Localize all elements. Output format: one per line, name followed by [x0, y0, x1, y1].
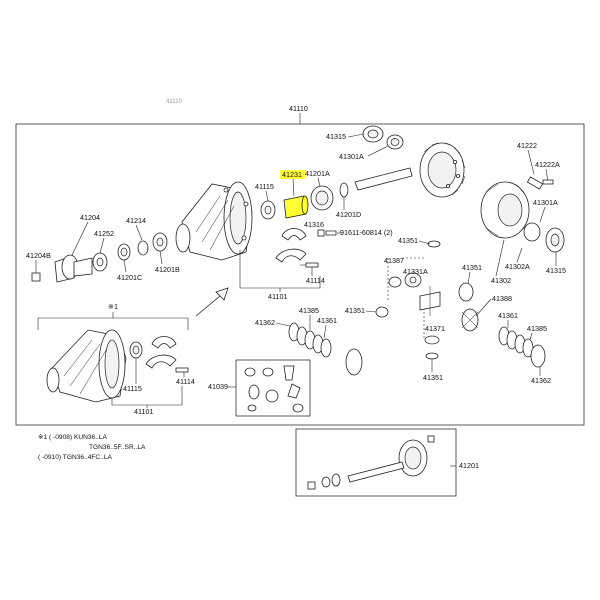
label-41114-sub: 41114: [176, 377, 195, 386]
label-41231: 41231: [282, 170, 302, 179]
clutch-stack-left: [288, 322, 363, 376]
label-91611: 91611-60814 (2): [340, 228, 393, 237]
label-41301a-top: 41301A: [339, 152, 364, 161]
label-41101-top: 41101: [268, 292, 287, 301]
carrier-housing: [175, 181, 253, 261]
label-41316: 41316: [304, 220, 324, 229]
label-41214: 41214: [126, 216, 146, 225]
label-41101-sub: 41101: [134, 407, 153, 416]
label-41387: 41387: [384, 256, 404, 265]
label-41222: 41222: [517, 141, 537, 150]
label-41388: 41388: [492, 294, 512, 303]
label-41115: 41115: [255, 182, 274, 191]
label-41362-left: 41362: [255, 318, 275, 327]
bearing-cap-upper: [281, 228, 307, 241]
pinion-flange-group: [31, 232, 168, 283]
label-41351-c: 41351: [345, 306, 365, 315]
label-41039: 41039: [208, 382, 228, 391]
star-mark-label: ※1: [108, 302, 118, 311]
main-frame: [15, 123, 585, 426]
label-41315-top: 41315: [326, 132, 346, 141]
label-41201b: 41201B: [155, 265, 180, 274]
label-41362-right: 41362: [531, 376, 551, 385]
ring-gear-pinion: [354, 125, 466, 198]
label-41361-right: 41361: [498, 311, 518, 320]
label-41204: 41204: [80, 213, 100, 222]
main-assembly-label: 41110: [289, 104, 308, 113]
label-41114-top: 41114: [306, 276, 325, 285]
label-41201a: 41201A: [305, 169, 330, 178]
label-41201d: 41201D: [336, 210, 361, 219]
label-41302: 41302: [491, 276, 511, 285]
note-line-3: ( -0910) TGN36..4FC..LA: [38, 454, 113, 461]
bottom-ring-gear-set: [307, 435, 435, 490]
label-41351-b: 41351: [462, 263, 482, 272]
label-41315-right: 41315: [546, 266, 566, 275]
label-41301a-right: 41301A: [533, 198, 558, 207]
label-41351-d: 41351: [423, 373, 443, 382]
faint-header-code: 41110: [166, 99, 182, 105]
kit-41039-box: [235, 359, 311, 417]
label-41371: 41371: [425, 324, 445, 333]
label-41385-right: 41385: [527, 324, 547, 333]
note-line-2: TGN36..5F..SR..LA: [89, 444, 146, 451]
highlight-41231: [280, 170, 305, 179]
label-41204b: 41204B: [26, 251, 51, 260]
direction-arrow: [195, 287, 229, 317]
label-41331a: 41331A: [403, 267, 428, 276]
label-41201: 41201: [459, 461, 479, 470]
sub-carrier-housing: [46, 329, 189, 403]
label-41302a: 41302A: [505, 262, 530, 271]
differential-case: [480, 176, 565, 253]
clutch-stack-right: [498, 326, 546, 368]
label-41351-a: 41351: [398, 236, 418, 245]
label-41252: 41252: [94, 229, 114, 238]
label-41222a: 41222A: [535, 160, 560, 169]
kit-41039-parts: [244, 365, 304, 413]
label-41385-left: 41385: [299, 306, 319, 315]
label-41115-sub: 41115: [123, 384, 142, 393]
label-41201c: 41201C: [117, 273, 142, 282]
diff-internals-left: [375, 240, 479, 360]
bottom-41201-frame: [295, 428, 457, 497]
label-41361-left: 41361: [317, 316, 337, 325]
note-line-1: ※1 ( -0908) KUN36..LA: [38, 434, 108, 441]
